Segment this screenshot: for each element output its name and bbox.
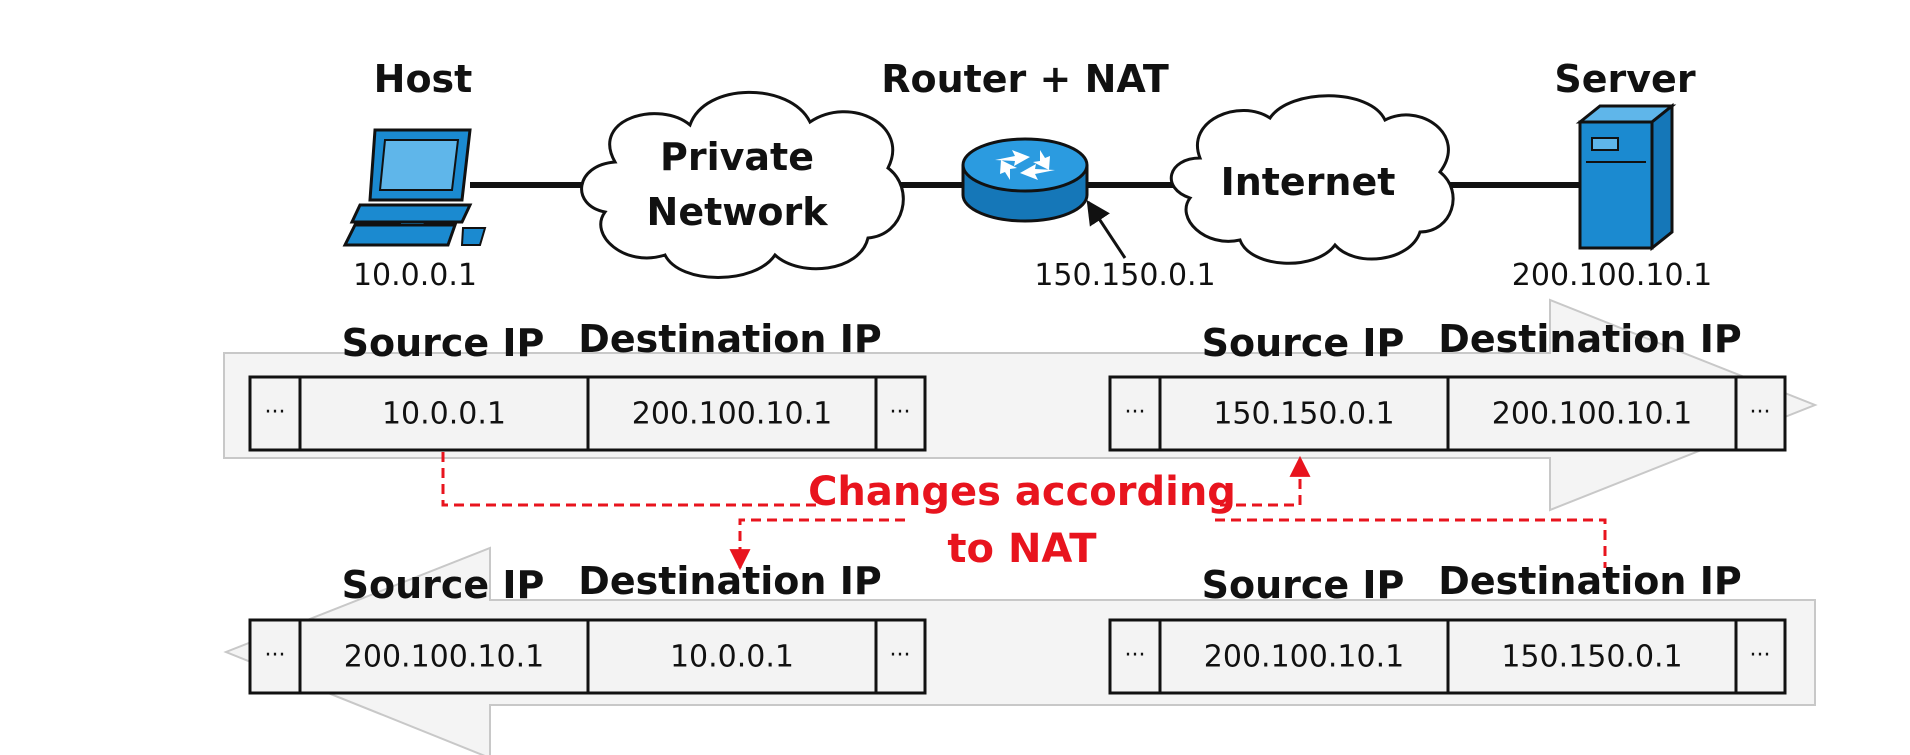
source-ip-header: Source IP (1202, 321, 1405, 365)
router-ip-pointer (1086, 199, 1127, 259)
router-label: Router + NAT (881, 57, 1169, 101)
router-icon (961, 137, 1089, 223)
internet-cloud-icon (1169, 94, 1455, 265)
source-ip-header: Source IP (342, 321, 545, 365)
destination-ip-header: Destination IP (1438, 317, 1741, 361)
packet-ellipsis-right: ··· (1750, 400, 1771, 425)
packet-ellipsis-left: ··· (1125, 400, 1146, 425)
packet-outgoing-public: Source IP Destination IP ··· 150.150.0.1… (1108, 317, 1787, 452)
nat-annotation-line1: Changes according (808, 469, 1236, 515)
source-ip-value: 10.0.0.1 (382, 397, 506, 432)
nat-annotation-line2: to NAT (947, 526, 1097, 572)
private-network-label-line2: Network (647, 190, 829, 234)
server-label: Server (1554, 57, 1695, 101)
destination-ip-value: 150.150.0.1 (1501, 640, 1682, 675)
nat-translation-connectors (441, 452, 1607, 571)
server-icon (1575, 102, 1677, 252)
packet-ellipsis-right: ··· (890, 643, 911, 668)
source-ip-header: Source IP (1202, 563, 1405, 607)
private-network-label-line1: Private (660, 135, 814, 179)
packet-ellipsis-right: ··· (890, 400, 911, 425)
destination-ip-header: Destination IP (1438, 559, 1741, 603)
packet-outgoing-private: Source IP Destination IP ··· 10.0.0.1 20… (248, 317, 927, 452)
packet-incoming-public: Source IP Destination IP ··· 200.100.10.… (1108, 559, 1787, 695)
packet-ellipsis-left: ··· (265, 643, 286, 668)
packet-ellipsis-right: ··· (1750, 643, 1771, 668)
host-label: Host (374, 57, 473, 101)
destination-ip-value: 200.100.10.1 (1492, 397, 1692, 432)
packet-ellipsis-left: ··· (265, 400, 286, 425)
host-ip: 10.0.0.1 (353, 258, 477, 293)
source-ip-value: 200.100.10.1 (1204, 640, 1404, 675)
private-network-cloud-icon (580, 90, 905, 279)
server-ip: 200.100.10.1 (1512, 258, 1712, 293)
router-ip: 150.150.0.1 (1034, 258, 1215, 293)
destination-ip-header: Destination IP (578, 317, 881, 361)
internet-label: Internet (1221, 160, 1396, 204)
destination-ip-value: 10.0.0.1 (670, 640, 794, 675)
destination-ip-value: 200.100.10.1 (632, 397, 832, 432)
host-computer-icon (342, 128, 487, 247)
source-ip-header: Source IP (342, 563, 545, 607)
packet-ellipsis-left: ··· (1125, 643, 1146, 668)
incoming-direction-arrow (223, 546, 1816, 755)
destination-ip-header: Destination IP (578, 559, 881, 603)
packet-incoming-private: Source IP Destination IP ··· 200.100.10.… (248, 559, 927, 695)
outgoing-direction-arrow (223, 298, 1818, 512)
source-ip-value: 200.100.10.1 (344, 640, 544, 675)
source-ip-value: 150.150.0.1 (1213, 397, 1394, 432)
